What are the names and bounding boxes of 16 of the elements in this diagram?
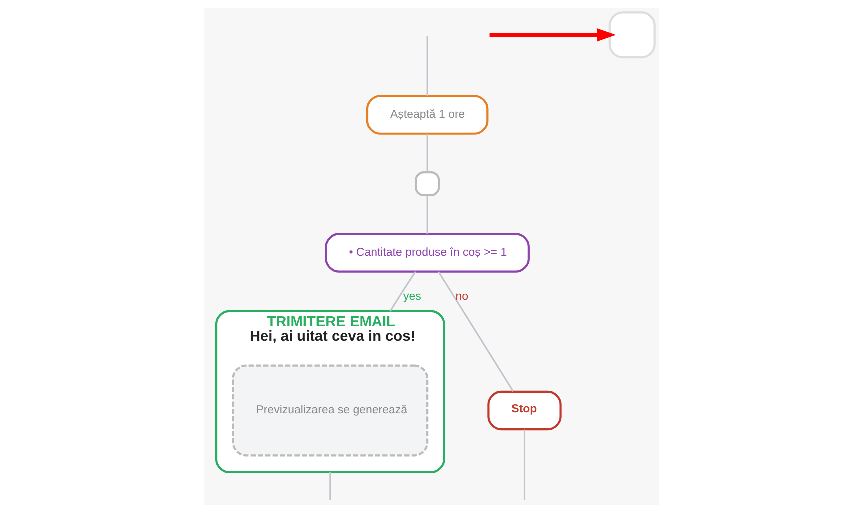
connector <box>426 36 428 96</box>
connector <box>426 196 428 234</box>
node-box <box>414 171 440 197</box>
node-box: Stop <box>487 390 562 431</box>
edge-label: yes <box>403 290 421 303</box>
node-box: • Cantitate produse în coș >= 1 <box>324 233 530 273</box>
connector <box>389 271 416 312</box>
connector <box>329 472 331 501</box>
node-box: Așteaptă 1 ore <box>366 95 488 135</box>
connector <box>523 430 526 500</box>
connector <box>426 134 428 172</box>
node-box <box>608 12 656 59</box>
edge-label: no <box>455 290 468 303</box>
node-box: Previzualizarea se generează <box>232 364 428 457</box>
connector <box>438 271 514 392</box>
arrow <box>489 28 616 42</box>
